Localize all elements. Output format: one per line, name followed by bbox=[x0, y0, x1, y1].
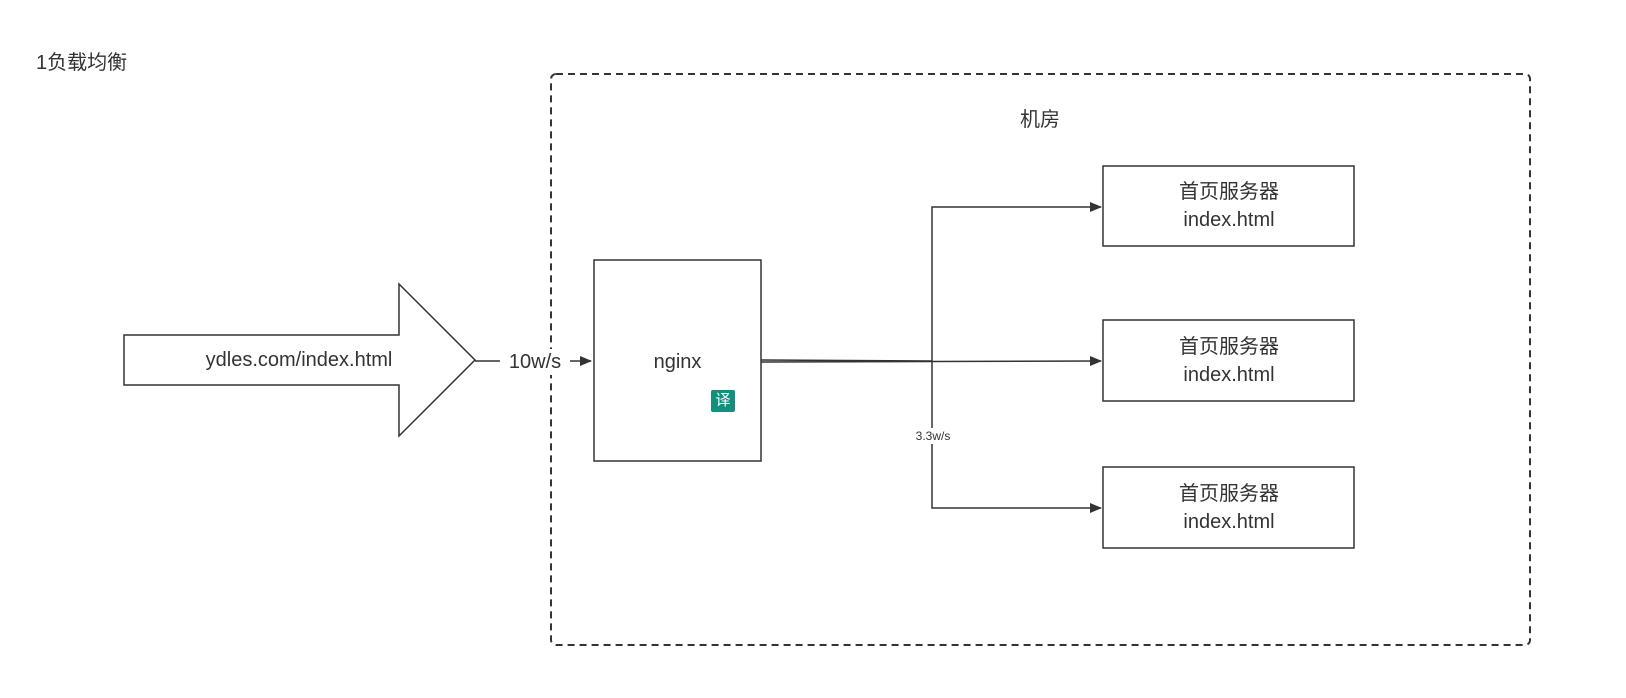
machine-room-label: 机房 bbox=[1020, 109, 1060, 131]
server-box-3 bbox=[1102, 466, 1355, 549]
nginx-label: nginx bbox=[653, 351, 702, 373]
split-rate-label: 3.3w/s bbox=[905, 428, 961, 444]
server-label-3: 首页服务器 index.html bbox=[1103, 480, 1355, 536]
connector-to-server-1 bbox=[931, 202, 1102, 361]
connector-to-server-3 bbox=[931, 361, 1102, 513]
server-page: index.html bbox=[1183, 209, 1275, 231]
server-name: 首页服务器 bbox=[1179, 483, 1279, 505]
incoming-rate-label: 10w/s bbox=[500, 349, 570, 375]
server-name: 首页服务器 bbox=[1179, 181, 1279, 203]
server-box-2 bbox=[1102, 319, 1355, 402]
request-flow-arrow bbox=[123, 282, 477, 438]
request-url-label: ydles.com/index.html bbox=[205, 349, 393, 371]
page-title: 1负载均衡 bbox=[36, 52, 128, 74]
connector-to-server-2 bbox=[760, 356, 1102, 367]
server-label-1: 首页服务器 index.html bbox=[1103, 178, 1355, 234]
server-name: 首页服务器 bbox=[1179, 336, 1279, 358]
nginx-box bbox=[593, 259, 762, 462]
translate-badge[interactable]: 译 bbox=[711, 390, 735, 412]
server-label-2: 首页服务器 index.html bbox=[1103, 333, 1355, 389]
server-page: index.html bbox=[1183, 511, 1275, 533]
server-page: index.html bbox=[1183, 364, 1275, 386]
server-box-1 bbox=[1102, 165, 1355, 247]
